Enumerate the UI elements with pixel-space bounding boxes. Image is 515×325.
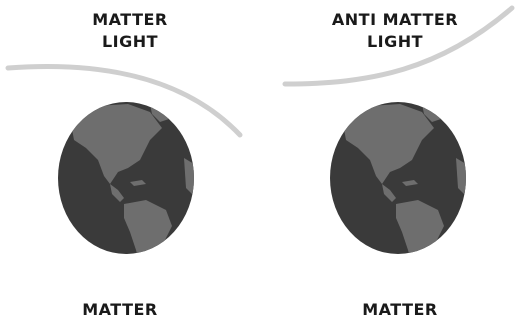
matter-light-label-line1: MATTER <box>75 9 185 31</box>
left-earth-globe-icon <box>58 102 194 266</box>
right-matter-label: MATTER <box>345 299 455 321</box>
antimatter-light-label-line2: LIGHT <box>320 31 470 53</box>
antimatter-light-label-line1: ANTI MATTER <box>320 9 470 31</box>
matter-light-label-line2: LIGHT <box>75 31 185 53</box>
right-earth-globe-icon <box>330 102 466 266</box>
left-matter-label: MATTER <box>65 299 175 321</box>
